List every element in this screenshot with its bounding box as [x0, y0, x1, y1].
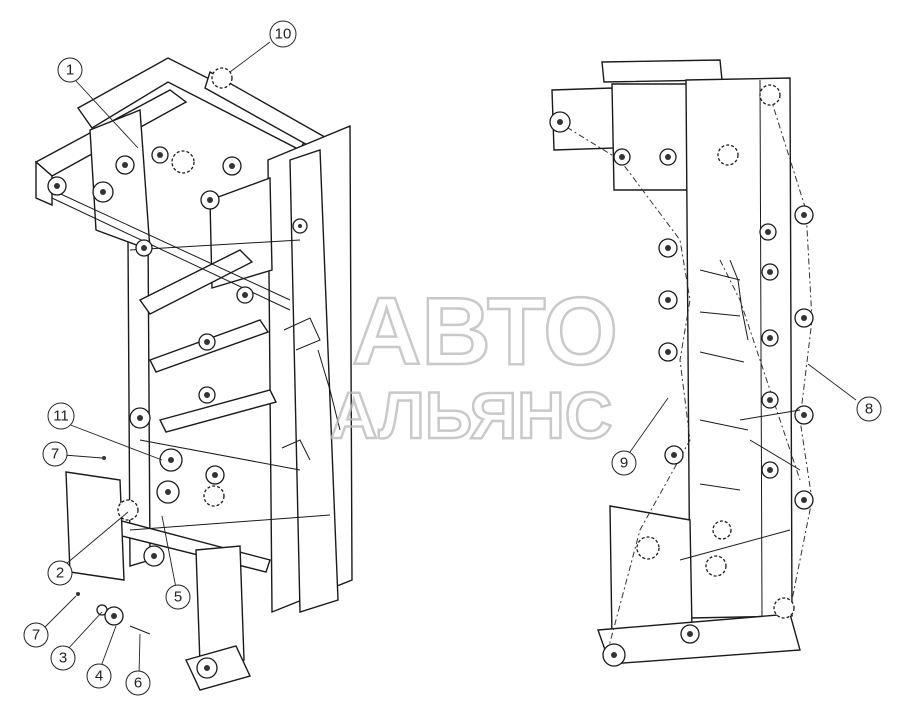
left-assembly [34, 57, 353, 691]
callout-1: 1 [57, 57, 83, 83]
callout-label: 11 [53, 408, 69, 425]
callout-label: 5 [174, 589, 182, 606]
callout-7-top: 7 [42, 441, 68, 467]
callout-label: 10 [275, 26, 292, 43]
callout-label: 8 [865, 401, 873, 418]
watermark: АВТО АЛЬЯНС [329, 277, 619, 454]
watermark-line2: АЛЬЯНС [330, 378, 612, 452]
callout-label: 1 [66, 62, 74, 79]
callout-label: 3 [59, 650, 67, 667]
callout-4: 4 [86, 663, 112, 689]
callout-2: 2 [47, 560, 73, 586]
leader-lines [43, 41, 857, 677]
callout-7-bottom: 7 [23, 622, 49, 648]
callout-5: 5 [165, 584, 191, 610]
callout-3: 3 [50, 645, 76, 671]
callout-9: 9 [611, 450, 637, 476]
watermark-line1: АВТО [352, 278, 618, 385]
callout-label: 2 [56, 565, 64, 582]
callout-label: 6 [134, 675, 142, 692]
callout-label: 9 [620, 455, 628, 472]
callout-label: 7 [51, 446, 59, 463]
callout-label: 7 [32, 627, 40, 644]
callout-11: 11 [47, 402, 75, 430]
right-assembly [549, 59, 814, 667]
callout-label: 4 [95, 668, 103, 685]
callout-6: 6 [125, 670, 151, 696]
callout-8: 8 [856, 396, 882, 422]
callout-10: 10 [269, 20, 297, 48]
